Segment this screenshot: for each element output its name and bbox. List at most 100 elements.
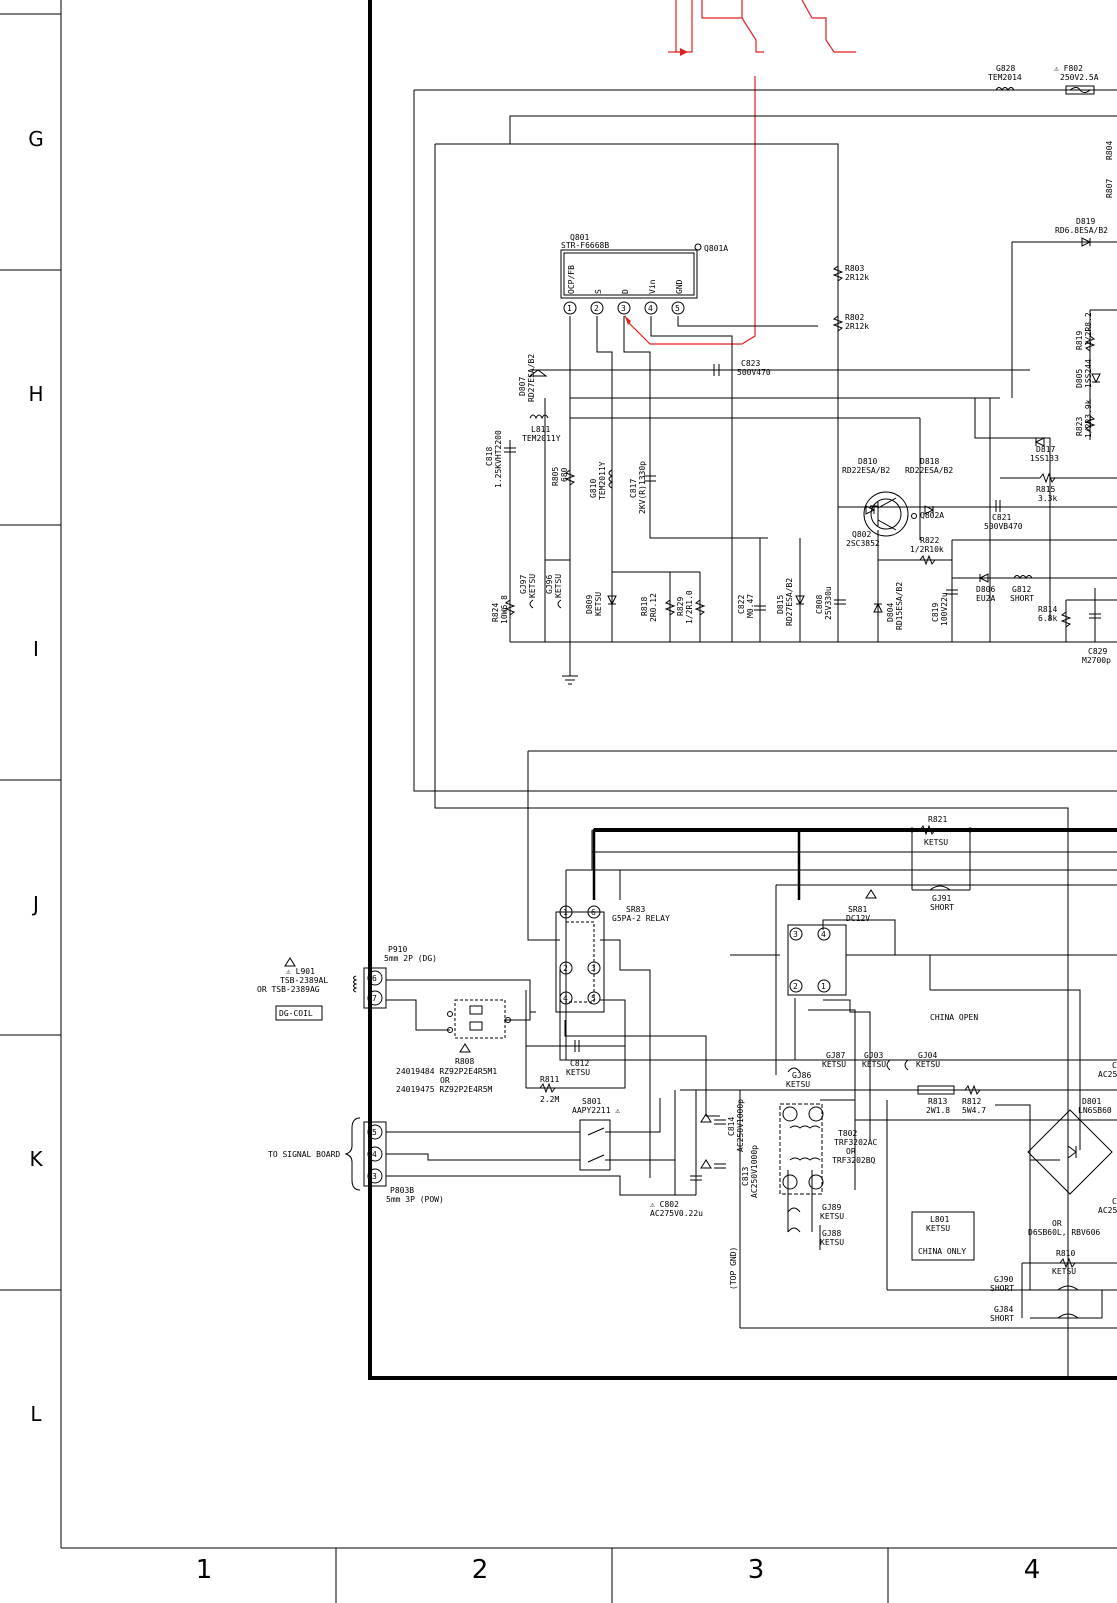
label-gj87: GJ87 <box>826 1051 845 1060</box>
svg-text:5: 5 <box>372 1128 377 1137</box>
warning-icon <box>284 889 877 1169</box>
label-gj04: GJ04 <box>918 1051 937 1060</box>
label-r829-value: 1/2R1.0 <box>685 590 694 624</box>
label-g810-value: TEM2011Y <box>598 461 607 500</box>
label-gj90-value: SHORT <box>990 1284 1014 1293</box>
row-label-i: I <box>33 637 39 661</box>
label-c822: C822 <box>737 595 746 614</box>
label-s801-value: AAPY2211 ⚠ <box>572 1106 620 1115</box>
label-pin-2: 2 <box>594 304 599 313</box>
col-label-3: 3 <box>748 1555 765 1585</box>
label-gj88: GJ88 <box>822 1229 841 1238</box>
label-d809-value: KETSU <box>594 592 603 616</box>
label-q801: Q801 <box>570 233 589 242</box>
svg-text:3: 3 <box>372 1172 377 1181</box>
label-r803-value: 2R12k <box>845 273 869 282</box>
label-r808-value: 24019484 RZ92P2E4R5M1 <box>396 1067 497 1076</box>
label-gj96: GJ96 <box>545 575 554 594</box>
label-r811: R811 <box>540 1075 559 1084</box>
label-gj84-value: SHORT <box>990 1314 1014 1323</box>
label-r808: R808 <box>455 1057 474 1066</box>
label-r803: R803 <box>845 264 864 273</box>
label-r808-or: OR <box>440 1076 450 1085</box>
label-d817: D817 <box>1036 445 1055 454</box>
label-pin-d: D <box>621 289 630 294</box>
component-labels: G828 TEM2014 ⚠ F802 250V2.5A R804 R807 D… <box>257 64 1117 1323</box>
label-c802: ⚠ C802 <box>650 1200 679 1209</box>
label-c818: C818 <box>485 447 494 466</box>
svg-text:3: 3 <box>591 964 596 973</box>
label-d801-value: LN6SB60 <box>1078 1106 1112 1115</box>
label-c821-value: 500VB470 <box>984 522 1023 531</box>
label-gj90: GJ90 <box>994 1275 1013 1284</box>
svg-text:5: 5 <box>591 994 596 1003</box>
label-r824: R824 <box>491 603 500 622</box>
label-c802-value: AC275V0.22u <box>650 1209 703 1218</box>
label-d819: D819 <box>1076 217 1095 226</box>
switch-s801 <box>579 1119 611 1171</box>
label-gj86: GJ86 <box>792 1071 811 1080</box>
label-r819: R819 <box>1075 331 1084 350</box>
label-r807: R807 <box>1105 179 1114 198</box>
label-r811-value: 2.2M <box>540 1095 559 1104</box>
svg-text:4: 4 <box>821 930 826 939</box>
label-c818-value: 1.25KVHT2200 <box>494 430 503 488</box>
label-l811-value: TEM2011Y <box>522 434 561 443</box>
label-cut-c-1: C <box>1112 1061 1117 1070</box>
label-c829: C829 <box>1088 647 1107 656</box>
label-cut-c-1-value: AC25 <box>1098 1070 1117 1079</box>
label-cut-c-2-value: AC25 <box>1098 1206 1117 1215</box>
label-c819: C819 <box>931 603 940 622</box>
label-r814-value: 6.8k <box>1038 614 1057 623</box>
label-d801: D801 <box>1082 1097 1101 1106</box>
svg-text:4: 4 <box>372 1150 377 1159</box>
label-c821: C821 <box>992 513 1011 522</box>
label-gj03: GJ03 <box>864 1051 883 1060</box>
red-correction-marks <box>624 0 856 345</box>
label-pin-vin: Vin <box>648 279 657 294</box>
label-china-only: CHINA ONLY <box>918 1247 966 1256</box>
label-d807: D807 <box>518 377 527 396</box>
label-gj88-value: KETSU <box>820 1238 844 1247</box>
components <box>275 85 1113 1319</box>
label-d801-value-alt: D6SB60L, RBV606 <box>1028 1228 1100 1237</box>
col-label-1: 1 <box>196 1555 213 1585</box>
label-r810-value: KETSU <box>1052 1267 1076 1276</box>
svg-text:1: 1 <box>563 908 568 917</box>
label-r818-value: 2R0.12 <box>649 593 658 622</box>
label-pin-gnd: GND <box>675 279 684 294</box>
svg-text:2: 2 <box>563 964 568 973</box>
label-c813: C813 <box>741 1167 750 1186</box>
label-gj97-value: KETSU <box>528 574 537 598</box>
label-t802-value-alt: TRF3202BQ <box>832 1156 876 1165</box>
label-g828: G828 <box>996 64 1015 73</box>
label-d810: D810 <box>858 457 877 466</box>
svg-text:6: 6 <box>372 974 377 983</box>
grid-row-labels: G H I J K L <box>28 127 44 1426</box>
thick-dc-rail <box>592 828 1117 900</box>
label-top-gnd: (TOP GND) <box>729 1247 738 1290</box>
connector-p803b <box>363 1121 387 1187</box>
label-gj84: GJ84 <box>994 1305 1013 1314</box>
label-d805-value: 1SS244 <box>1084 359 1093 388</box>
label-c822-value: M0.47 <box>746 594 755 618</box>
label-l901-value: TSB-2389AL <box>280 976 328 985</box>
ic-q801-pins <box>563 301 685 315</box>
bridge-d801 <box>1027 1109 1113 1195</box>
label-pin-3: 3 <box>621 304 626 313</box>
label-f802-value: 250V2.5A <box>1060 73 1099 82</box>
label-c823-value: 500V470 <box>737 368 771 377</box>
label-d806-value: EU2A <box>976 594 995 603</box>
ic-q801 <box>560 249 698 299</box>
label-gj96-value: KETSU <box>554 574 563 598</box>
label-c808-value: 25V330u <box>824 586 833 620</box>
label-pin-1: 1 <box>567 304 572 313</box>
label-g812-value: SHORT <box>1010 594 1034 603</box>
label-d804-value: RD15ESA/B2 <box>895 582 904 630</box>
label-l901-value-alt: OR TSB-2389AG <box>257 985 320 994</box>
label-p803b-value: 5mm 3P (POW) <box>386 1195 444 1204</box>
label-gj86-value: KETSU <box>786 1080 810 1089</box>
label-r802-value: 2R12k <box>845 322 869 331</box>
label-t802-or: OR <box>846 1147 856 1156</box>
